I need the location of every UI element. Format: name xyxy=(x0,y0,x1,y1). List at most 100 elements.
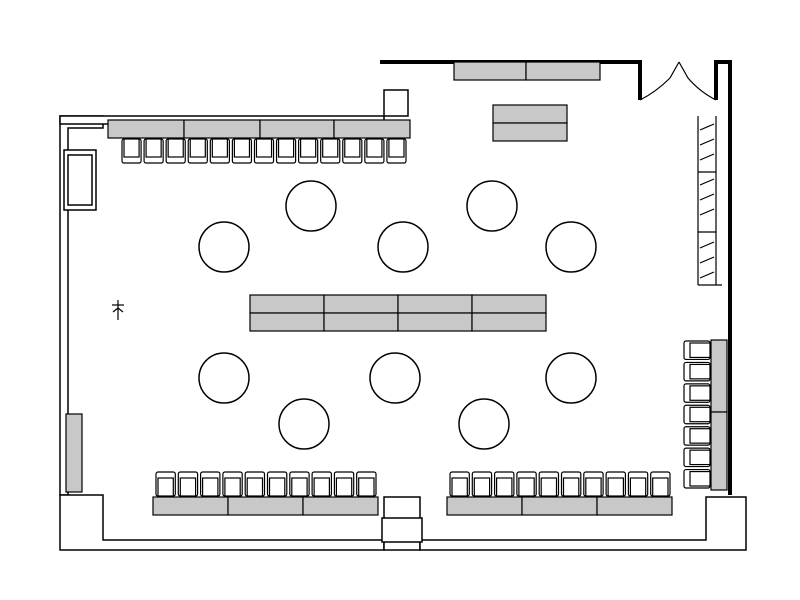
chair-seat xyxy=(366,138,383,158)
top-row-chairs xyxy=(121,138,407,164)
chair-seat xyxy=(358,477,375,497)
chair-seat xyxy=(335,477,353,497)
top-wall-counter xyxy=(453,61,601,81)
chair-seat xyxy=(607,477,624,497)
table-segment xyxy=(249,294,325,314)
chair-seat xyxy=(145,138,162,158)
chair-seat xyxy=(167,138,184,158)
table-segment xyxy=(710,339,728,413)
bottom-left-table xyxy=(152,496,379,516)
table-segment xyxy=(323,294,399,314)
chair-seat xyxy=(322,138,339,158)
chair-seat xyxy=(255,138,273,158)
chair-seat xyxy=(179,477,197,497)
walls xyxy=(59,60,747,551)
chair-seat xyxy=(233,138,251,158)
left-closet-inner xyxy=(67,154,93,206)
chair-seat xyxy=(689,470,711,487)
table-segment xyxy=(596,496,673,516)
rack-hatch xyxy=(699,271,715,279)
chair-seat xyxy=(689,406,711,423)
chair-seat xyxy=(629,477,647,497)
chair-seat xyxy=(473,477,491,497)
podium-icon xyxy=(112,300,124,320)
bottom-center-gap xyxy=(381,517,423,543)
chair-seat xyxy=(246,477,264,497)
rack-hatch xyxy=(699,193,715,201)
table-segment xyxy=(521,496,598,516)
chair-seat xyxy=(277,138,295,158)
round-table xyxy=(285,180,337,232)
rack-hatch xyxy=(699,178,715,186)
chair-seat xyxy=(689,385,711,401)
table-segment xyxy=(492,122,568,142)
door-leaf-left xyxy=(639,61,680,101)
chair-seat xyxy=(388,138,405,158)
round-table xyxy=(377,221,429,273)
table-segment xyxy=(492,104,568,124)
table-segment xyxy=(471,294,547,314)
rack-hatch xyxy=(699,208,715,216)
chair-seat xyxy=(689,342,711,359)
rack-hatch xyxy=(699,241,715,249)
chair-seat xyxy=(189,138,206,158)
center-long-table xyxy=(249,294,547,332)
round-table xyxy=(458,398,510,450)
round-table xyxy=(198,352,250,404)
right-side-table xyxy=(710,339,728,491)
round-table xyxy=(545,352,597,404)
table-segment xyxy=(152,496,229,516)
left-side-counter xyxy=(65,413,83,493)
rack-hatch xyxy=(699,256,715,264)
top-right-corner-wall xyxy=(714,60,732,495)
right-side-chairs xyxy=(683,340,711,489)
chair-seat xyxy=(562,477,580,497)
chair-seat xyxy=(689,449,711,466)
top-counter-segment xyxy=(453,61,527,81)
table-segment xyxy=(249,312,325,332)
top-counter-segment xyxy=(525,61,601,81)
chair-seat xyxy=(689,428,711,444)
bottom-left-chairs xyxy=(155,471,377,497)
top-pillar xyxy=(383,89,409,117)
chair-seat xyxy=(313,477,331,497)
chair-seat xyxy=(224,477,241,497)
round-table xyxy=(466,180,518,232)
table-segment xyxy=(323,312,399,332)
table-segment xyxy=(183,119,261,139)
chair-seat xyxy=(291,477,308,497)
table-segment xyxy=(710,411,728,491)
round-table xyxy=(545,221,597,273)
rack-hatch xyxy=(699,123,715,131)
chair-seat xyxy=(540,477,558,497)
rack-hatch xyxy=(699,138,715,146)
chair-seat xyxy=(268,477,286,497)
table-segment xyxy=(259,119,335,139)
table-segment xyxy=(471,312,547,332)
chair-seat xyxy=(689,363,711,380)
chair-seat xyxy=(451,477,468,497)
chair-seat xyxy=(496,477,513,497)
round-table xyxy=(198,221,250,273)
double-door xyxy=(639,61,717,101)
bottom-right-chairs xyxy=(449,471,671,497)
table-segment xyxy=(397,294,473,314)
table-segment xyxy=(227,496,304,516)
chair-seat xyxy=(518,477,535,497)
right-wall-rack xyxy=(697,116,722,286)
table-segment xyxy=(446,496,523,516)
chair-seat xyxy=(585,477,602,497)
round-table xyxy=(369,352,421,404)
chair-seat xyxy=(157,477,174,497)
top-right-table xyxy=(492,104,568,142)
chair-seat xyxy=(211,138,228,158)
chair-seat xyxy=(202,477,219,497)
chair-seat xyxy=(123,138,140,158)
door-leaf-right xyxy=(678,61,717,101)
round-table xyxy=(278,398,330,450)
chair-seat xyxy=(344,138,361,158)
table-segment xyxy=(302,496,379,516)
chair-seat xyxy=(300,138,317,158)
round-tables xyxy=(198,180,597,450)
